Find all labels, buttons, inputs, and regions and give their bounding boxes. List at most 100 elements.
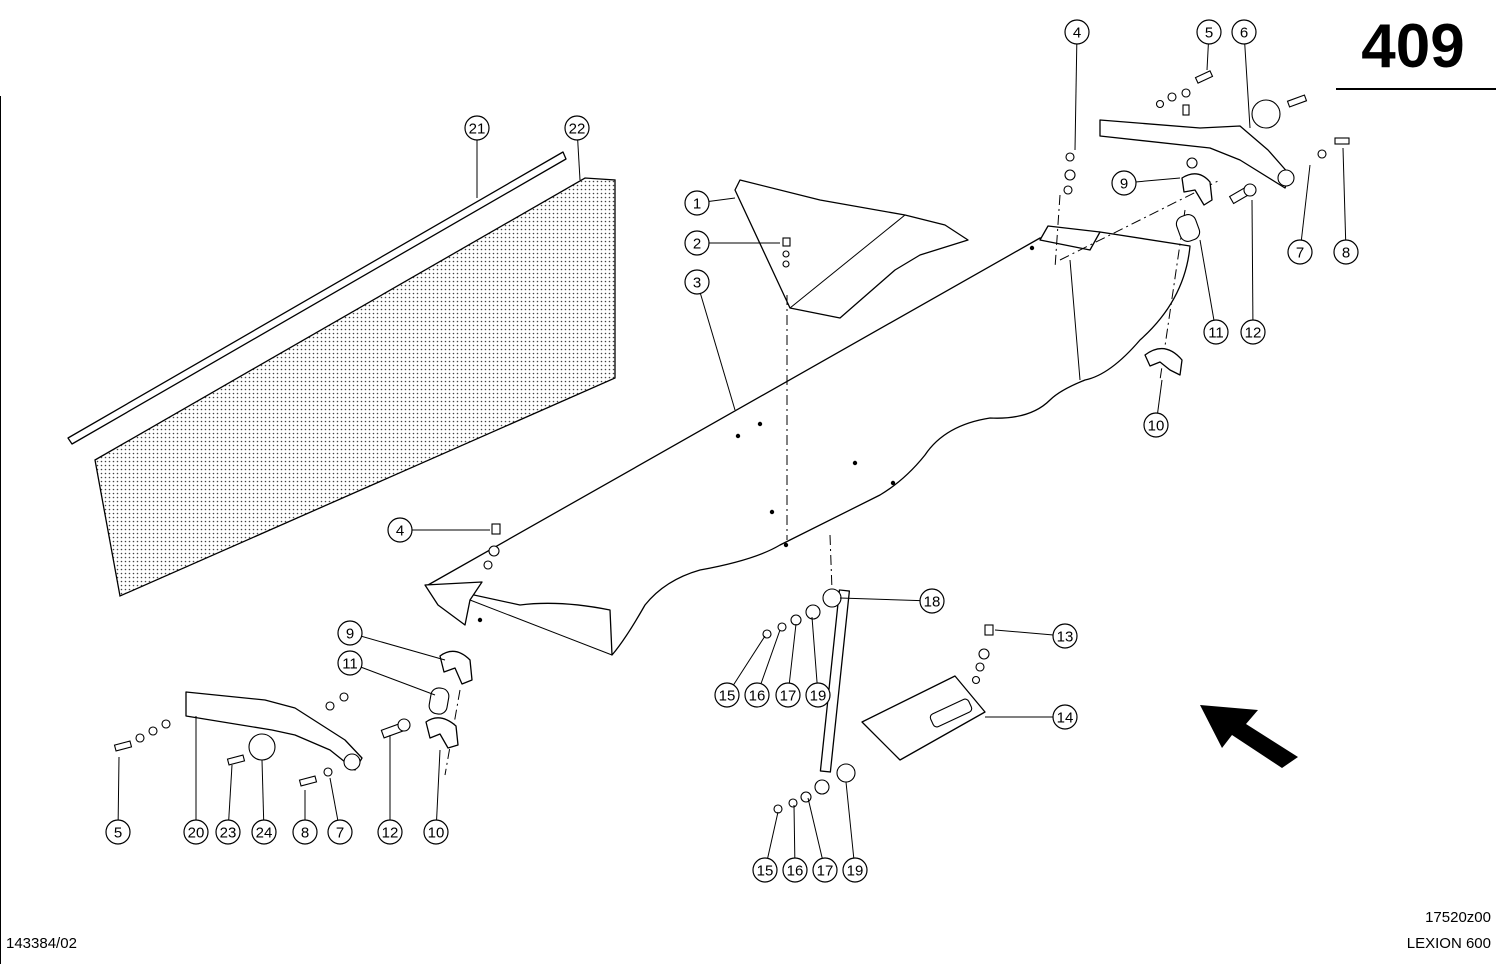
housing-fold <box>1069 259 1081 381</box>
leader-line <box>839 597 933 602</box>
callout-label: 16 <box>787 863 804 880</box>
drawing-code: 17520z00 <box>1425 909 1491 926</box>
callout-label: 7 <box>336 825 344 842</box>
callout-label: 19 <box>847 863 864 880</box>
callout-15: 15 <box>714 682 740 708</box>
callout-17: 17 <box>775 682 801 708</box>
callout-18: 18 <box>919 588 945 614</box>
callout-3: 3 <box>684 269 710 295</box>
callout-label: 11 <box>1208 325 1224 342</box>
callout-label: 21 <box>469 121 486 138</box>
leader-line <box>1199 239 1217 333</box>
callout-group: 1234455677889910101111121213141515161617… <box>105 19 1359 883</box>
callout-23: 23 <box>215 819 241 845</box>
callout-label: 20 <box>188 825 205 842</box>
callout-10: 10 <box>1143 412 1169 438</box>
callout-11: 11 <box>337 650 363 676</box>
diagram-artwork <box>67 70 1350 814</box>
callout-1: 1 <box>684 190 710 216</box>
callout-17: 17 <box>812 857 838 883</box>
callout-label: 11 <box>342 656 358 673</box>
callout-22: 22 <box>564 115 590 141</box>
callout-label: 24 <box>256 825 273 842</box>
callout-label: 1 <box>693 196 701 213</box>
callout-label: 12 <box>1245 325 1262 342</box>
callout-8: 8 <box>292 819 318 845</box>
arrow-up-left-icon <box>1200 705 1298 768</box>
callout-19: 19 <box>842 857 868 883</box>
callout-label: 8 <box>1342 245 1350 262</box>
callout-9: 9 <box>337 620 363 646</box>
callout-13: 13 <box>1052 623 1078 649</box>
mesh-panel-22 <box>94 177 616 597</box>
leader-line <box>435 749 441 833</box>
callout-label: 18 <box>924 594 941 611</box>
callout-label: 15 <box>719 688 736 705</box>
callout-label: 9 <box>346 626 354 643</box>
cover-plate-1 <box>734 179 969 319</box>
page-number-rule <box>1336 88 1496 90</box>
callout-14: 14 <box>1052 704 1078 730</box>
callout-11: 11 <box>1203 319 1229 345</box>
callout-label: 6 <box>1240 25 1248 42</box>
callout-label: 9 <box>1120 176 1128 193</box>
callout-label: 12 <box>382 825 399 842</box>
callout-label: 14 <box>1057 710 1074 727</box>
callout-15: 15 <box>752 857 778 883</box>
cover-fold <box>789 214 906 309</box>
model-name: LEXION 600 <box>1406 935 1491 952</box>
callout-label: 4 <box>396 523 404 540</box>
housing-left-flange <box>424 581 483 626</box>
callout-21: 21 <box>464 115 490 141</box>
callout-4: 4 <box>1064 19 1090 45</box>
callout-label: 8 <box>301 825 309 842</box>
callout-10: 10 <box>423 819 449 845</box>
callout-16: 16 <box>744 682 770 708</box>
callout-7: 7 <box>327 819 353 845</box>
callout-label: 7 <box>1296 245 1304 262</box>
leader-line <box>349 662 436 696</box>
callout-label: 15 <box>757 863 774 880</box>
callout-label: 5 <box>1205 25 1213 42</box>
callout-label: 4 <box>1073 25 1081 42</box>
callout-5: 5 <box>1196 19 1222 45</box>
leader-line <box>696 281 736 411</box>
callout-8: 8 <box>1333 239 1359 265</box>
housing-right-flange <box>1039 225 1101 251</box>
leader-line <box>1243 31 1251 129</box>
leader-line <box>1251 199 1254 333</box>
callout-4: 4 <box>387 517 413 543</box>
callout-label: 10 <box>428 825 445 842</box>
callout-label: 3 <box>693 275 701 292</box>
leader-line <box>1299 164 1311 253</box>
callout-19: 19 <box>805 682 831 708</box>
document-number: 143384/02 <box>6 935 77 952</box>
callout-16: 16 <box>782 857 808 883</box>
callout-label: 17 <box>817 863 834 880</box>
frame-left-border <box>0 96 1 964</box>
link-rod-18 <box>819 589 851 773</box>
callout-24: 24 <box>251 819 277 845</box>
callout-label: 13 <box>1057 629 1074 646</box>
callout-9: 9 <box>1111 170 1137 196</box>
leader-line <box>1074 31 1078 151</box>
callout-2: 2 <box>684 230 710 256</box>
leader-line <box>1342 147 1347 253</box>
leader-line <box>811 616 819 696</box>
bracket-20 <box>185 691 363 771</box>
page-number: 409 <box>1361 12 1465 81</box>
callout-label: 2 <box>693 236 701 253</box>
callout-12: 12 <box>377 819 403 845</box>
callout-label: 10 <box>1148 418 1165 435</box>
callout-6: 6 <box>1231 19 1257 45</box>
callout-12: 12 <box>1240 319 1266 345</box>
strip-21 <box>67 151 567 445</box>
callout-7: 7 <box>1287 239 1313 265</box>
mount-plate-14 <box>861 675 986 761</box>
callout-label: 23 <box>220 825 237 842</box>
main-housing-3 <box>427 231 1191 656</box>
leader-line <box>349 632 446 661</box>
callout-20: 20 <box>183 819 209 845</box>
callout-label: 17 <box>780 688 797 705</box>
